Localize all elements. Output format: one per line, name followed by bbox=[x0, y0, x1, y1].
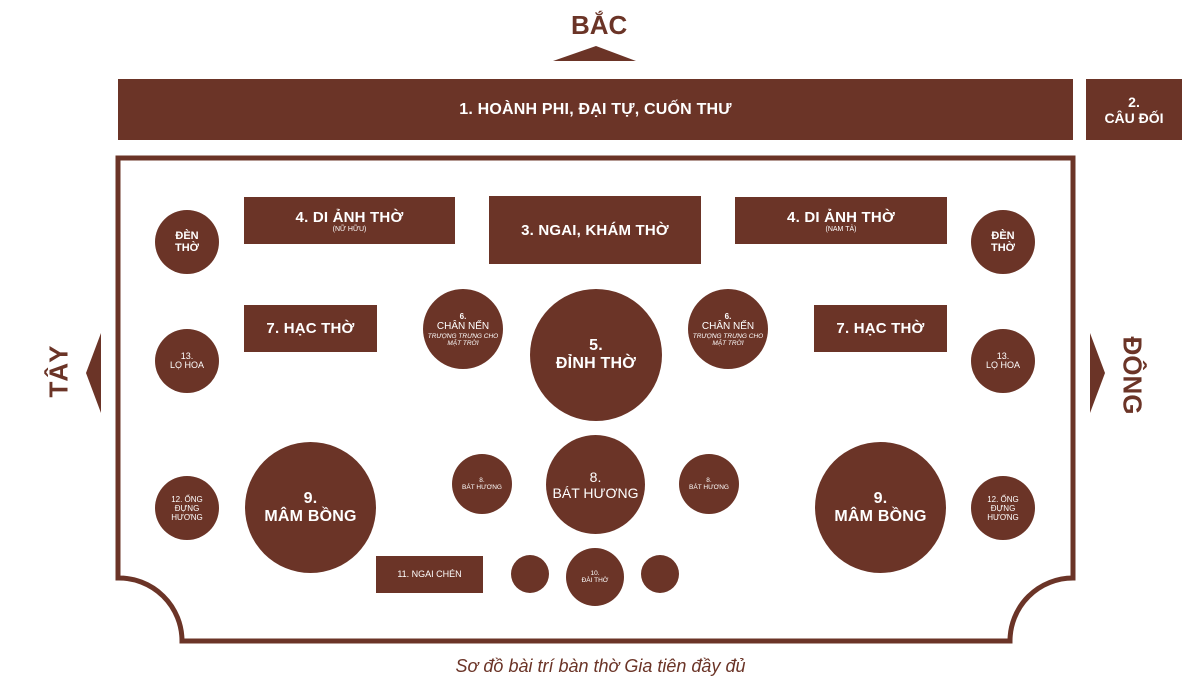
hac-tho-left-label: 7. HẠC THỜ bbox=[266, 320, 355, 337]
ong-dung-left-l2: ĐỰNG bbox=[174, 503, 200, 513]
di-anh-right-sub: (NAM TẢ) bbox=[825, 225, 857, 233]
bat-huong-main: 8. BÁT HƯƠNG bbox=[546, 435, 645, 534]
chan-nen-right-num: 6. bbox=[724, 311, 732, 321]
east-label: ĐÔNG bbox=[1117, 336, 1148, 415]
hoanh-phi-panel: 1. HOÀNH PHI, ĐẠI TỰ, CUỐN THƯ bbox=[118, 79, 1073, 140]
dai-tho-side-right bbox=[641, 555, 679, 593]
chan-nen-right-sub1: TRƯỢNG TRƯNG CHO bbox=[692, 332, 764, 340]
ong-dung-right-l2: ĐỰNG bbox=[990, 503, 1016, 513]
ngai-chen-label: 11. NGAI CHÉN bbox=[397, 569, 462, 579]
bat-huong-small-right-label: BÁT HƯƠNG bbox=[689, 484, 729, 491]
den-tho-left: ĐÈN THỜ bbox=[155, 210, 219, 274]
ong-dung-huong-left: 12. ỐNG ĐỰNG HƯƠNG bbox=[155, 476, 219, 540]
dinh-tho: 5. ĐỈNH THỜ bbox=[530, 289, 662, 421]
west-arrow-icon bbox=[86, 333, 101, 413]
hoanh-phi-label: 1. HOÀNH PHI, ĐẠI TỰ, CUỐN THƯ bbox=[459, 100, 732, 118]
bat-huong-small-left: 8. BÁT HƯƠNG bbox=[452, 454, 512, 514]
chan-nen-left-sub2: MẶT TRỜI bbox=[447, 339, 479, 347]
di-anh-right-label: 4. DI ẢNH THỜ bbox=[787, 208, 895, 226]
cau-doi-label: CÂU ĐỐI bbox=[1104, 109, 1164, 126]
west-label: TÂY bbox=[43, 345, 74, 398]
chan-nen-left-sub1: TRƯỢNG TRƯNG CHO bbox=[427, 332, 499, 340]
ong-dung-huong-right: 12. ỐNG ĐỰNG HƯƠNG bbox=[971, 476, 1035, 540]
chan-nen-right-label: CHÂN NẾN bbox=[701, 320, 755, 332]
cau-doi-number: 2. bbox=[1128, 93, 1140, 110]
ngai-kham-label: 3. NGAI, KHÁM THỜ bbox=[521, 221, 669, 239]
north-arrow-icon bbox=[553, 46, 636, 61]
mam-bong-right-num: 9. bbox=[873, 489, 888, 507]
north-label: BẮC bbox=[571, 10, 628, 40]
chan-nen-left-label: CHÂN NẾN bbox=[436, 320, 490, 332]
ngai-kham-tho: 3. NGAI, KHÁM THỜ bbox=[489, 196, 701, 264]
bat-huong-small-right: 8. BÁT HƯƠNG bbox=[679, 454, 739, 514]
dinh-tho-num: 5. bbox=[589, 337, 603, 354]
hac-tho-right: 7. HẠC THỜ bbox=[814, 305, 947, 352]
ngai-chen: 11. NGAI CHÉN bbox=[376, 556, 483, 593]
lo-hoa-right-label: LỌ HOA bbox=[985, 360, 1020, 370]
di-anh-right: 4. DI ẢNH THỜ (NAM TẢ) bbox=[735, 197, 947, 244]
diagram-caption: Sơ đồ bài trí bàn thờ Gia tiên đầy đủ bbox=[455, 656, 746, 676]
dai-tho: 10. ĐÀI THỜ bbox=[566, 548, 624, 606]
den-tho-left-l1: ĐÈN bbox=[175, 230, 199, 242]
dai-tho-side-left bbox=[511, 555, 549, 593]
chan-nen-right-sub2: MẶT TRỜI bbox=[712, 339, 744, 347]
den-tho-right-l1: ĐÈN bbox=[991, 230, 1015, 242]
dai-tho-num: 10. bbox=[590, 570, 600, 577]
ong-dung-left-l1: 12. ỐNG bbox=[171, 494, 203, 504]
bat-huong-small-right-num: 8. bbox=[706, 477, 712, 484]
mam-bong-right-label: MÂM BỒNG bbox=[834, 507, 927, 525]
mam-bong-left-label: MÂM BỒNG bbox=[264, 507, 357, 525]
mam-bong-left-num: 9. bbox=[303, 489, 318, 507]
chan-nen-left-num: 6. bbox=[459, 311, 467, 321]
mam-bong-right: 9. MÂM BỒNG bbox=[815, 442, 946, 573]
cau-doi-panel: 2. CÂU ĐỐI bbox=[1086, 79, 1182, 140]
bat-huong-small-left-label: BÁT HƯƠNG bbox=[462, 484, 502, 491]
di-anh-left-label: 4. DI ẢNH THỜ bbox=[295, 208, 404, 226]
den-tho-right-l2: THỜ bbox=[990, 242, 1016, 254]
east-arrow-icon bbox=[1090, 333, 1105, 413]
bat-huong-main-num: 8. bbox=[589, 468, 602, 485]
lo-hoa-left-num: 13. bbox=[180, 351, 194, 361]
lo-hoa-right: 13. LỌ HOA bbox=[971, 329, 1035, 393]
den-tho-right: ĐÈN THỜ bbox=[971, 210, 1035, 274]
ong-dung-right-l1: 12. ỐNG bbox=[987, 494, 1019, 504]
mam-bong-left: 9. MÂM BỒNG bbox=[245, 442, 376, 573]
hac-tho-left: 7. HẠC THỜ bbox=[244, 305, 377, 352]
di-anh-left: 4. DI ẢNH THỜ (NỮ HỮU) bbox=[244, 197, 455, 244]
bat-huong-small-left-num: 8. bbox=[479, 477, 485, 484]
dinh-tho-label: ĐỈNH THỜ bbox=[555, 355, 637, 372]
chan-nen-left: 6. CHÂN NẾN TRƯỢNG TRƯNG CHO MẶT TRỜI bbox=[423, 289, 503, 369]
chan-nen-right: 6. CHÂN NẾN TRƯỢNG TRƯNG CHO MẶT TRỜI bbox=[688, 289, 768, 369]
lo-hoa-right-num: 13. bbox=[996, 351, 1010, 361]
lo-hoa-left: 13. LỌ HOA bbox=[155, 329, 219, 393]
ong-dung-right-l3: HƯƠNG bbox=[987, 512, 1019, 522]
den-tho-left-l2: THỜ bbox=[174, 242, 200, 254]
ong-dung-left-l3: HƯƠNG bbox=[171, 512, 203, 522]
bat-huong-main-label: BÁT HƯƠNG bbox=[552, 484, 639, 501]
hac-tho-right-label: 7. HẠC THỜ bbox=[836, 320, 925, 337]
di-anh-left-sub: (NỮ HỮU) bbox=[332, 225, 367, 233]
lo-hoa-left-label: LỌ HOA bbox=[169, 360, 204, 370]
dai-tho-label: ĐÀI THỜ bbox=[581, 577, 609, 584]
